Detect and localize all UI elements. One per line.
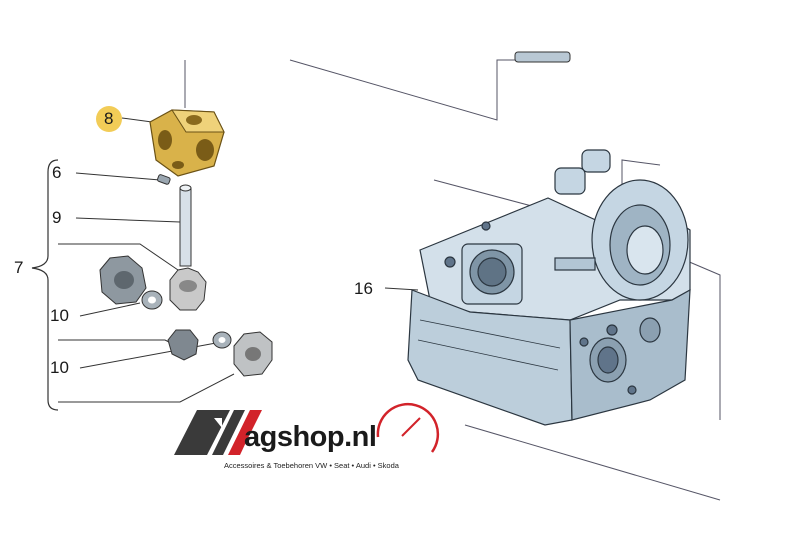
- differential-housing-part: [149, 109, 225, 177]
- side-gear-part: [99, 255, 147, 305]
- vagshop-logo-emblem: [174, 410, 262, 455]
- callout-9: 9: [52, 208, 62, 227]
- callout-7: 7: [14, 258, 24, 277]
- partial-part-top: [514, 51, 571, 63]
- callout-6: 6: [52, 163, 62, 182]
- shaft-part: [179, 184, 192, 267]
- pin-part: [157, 174, 171, 185]
- callout-10-upper: 10: [50, 306, 69, 325]
- callout-16: 16: [354, 279, 373, 298]
- callout-8: 8: [104, 109, 114, 128]
- bevel-gear-part: [169, 267, 207, 311]
- brand-name: agshop.nl: [244, 421, 377, 453]
- callout-10-lower: 10: [50, 358, 69, 377]
- thrust-washer-part: [141, 290, 163, 310]
- planet-gear-part: [167, 329, 199, 361]
- bevel-gear-part: [233, 331, 273, 377]
- callout-highlight: [96, 106, 122, 132]
- brand-tagline: Accessoires & Toebehoren VW • Seat • Aud…: [224, 461, 399, 470]
- speedometer-icon: [376, 402, 440, 453]
- gearbox-housing-part: [407, 149, 691, 426]
- group-bracket: [31, 159, 59, 411]
- thrust-washer-part: [212, 331, 232, 349]
